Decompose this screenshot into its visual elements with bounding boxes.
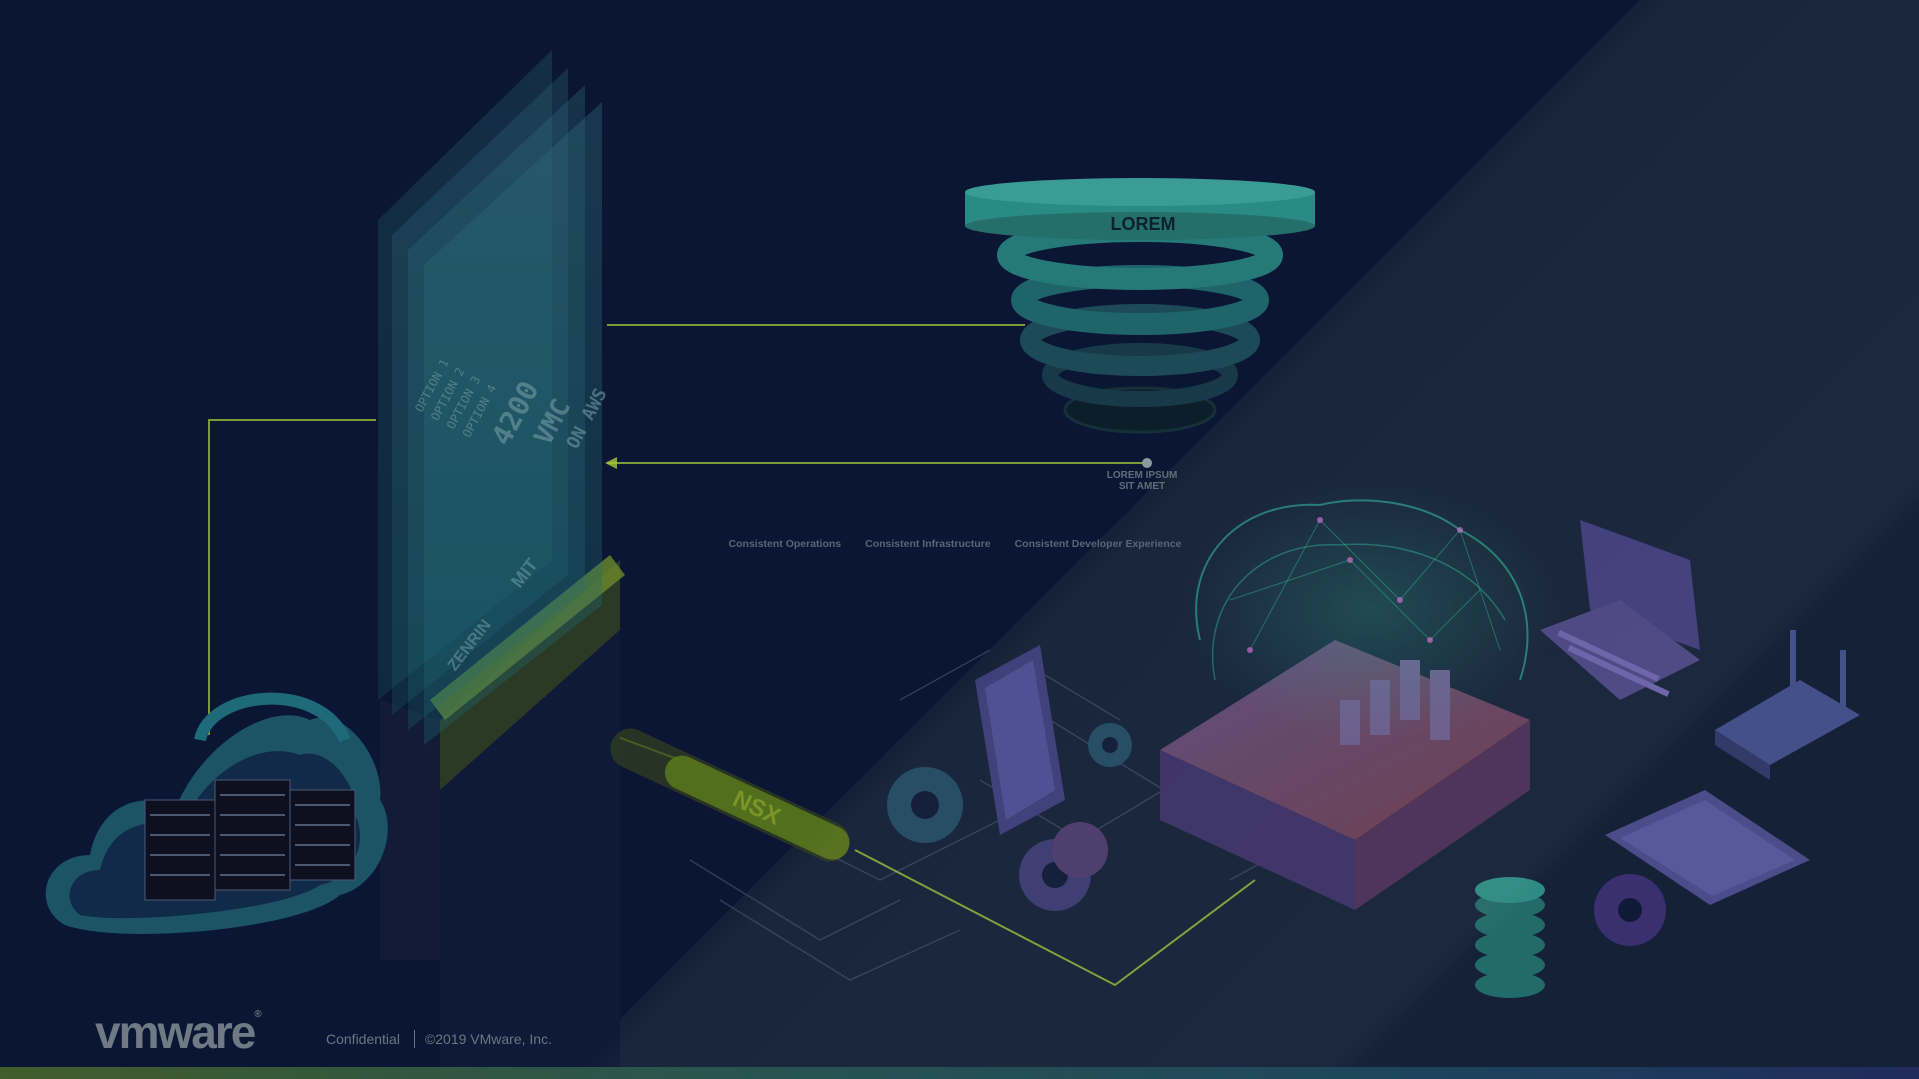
arrow-caption-line1: LOREM IPSUM [1106, 470, 1178, 481]
router-icon [1715, 630, 1860, 780]
funnel-top-label: LOREM [1111, 214, 1176, 234]
funnel: LOREM [965, 178, 1315, 434]
vmware-logo: vmware® [95, 1005, 295, 1058]
arrow-head-icon [605, 457, 617, 469]
arrow-origin-dot [1142, 458, 1152, 468]
phone-icon [975, 645, 1065, 835]
tablet-icon [1605, 790, 1810, 905]
pillar-operations: Consistent Operations [728, 538, 842, 550]
arrow-caption: LOREM IPSUM SIT AMET [1100, 470, 1184, 492]
footer-legal: Confidential ©2019 VMware, Inc. [326, 1030, 552, 1048]
cloud-servers-icon [45, 692, 388, 934]
pillar-developer-experience: Consistent Developer Experience [1014, 538, 1182, 550]
pillar-infrastructure: Consistent Infrastructure [865, 538, 991, 550]
brain-network-icon [1180, 480, 1560, 740]
pillars-row: Consistent Operations Consistent Infrast… [729, 536, 1182, 552]
nsx-capsule: NSX [610, 728, 850, 862]
confidential-label: Confidential [326, 1031, 400, 1047]
bottom-stripe [0, 1067, 1919, 1079]
coin-stack-icon [1475, 877, 1545, 998]
footer-divider [413, 1030, 415, 1048]
desktop-computer-icon [1540, 520, 1700, 700]
tower-pages: OPTION 1 OPTION 2 OPTION 3 OPTION 4 4200… [378, 50, 625, 1079]
copyright-label: ©2019 VMware, Inc. [424, 1031, 552, 1047]
vmware-logo-text: vmware [95, 1006, 256, 1058]
arrow-caption-line2: SIT AMET [1118, 481, 1166, 492]
trademark-symbol: ® [254, 1009, 262, 1020]
gear-icon [887, 723, 1666, 946]
